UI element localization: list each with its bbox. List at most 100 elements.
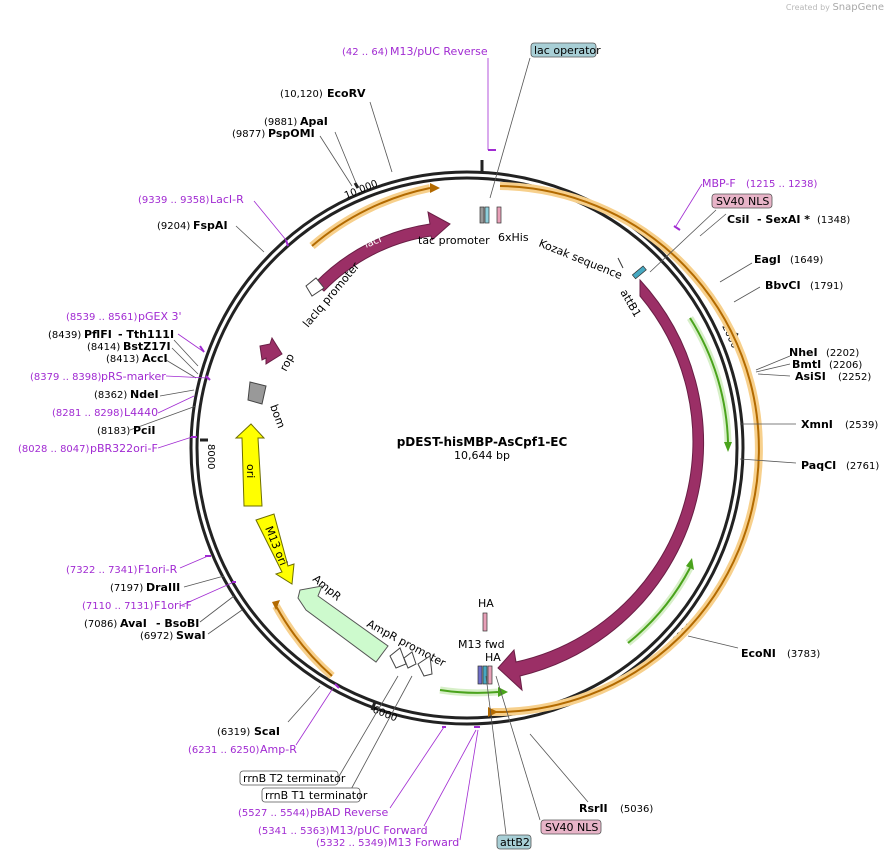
bmti-pos: (2206)	[829, 360, 862, 371]
ampr-promoter-arrows	[389, 647, 433, 677]
prs-marker-label: pRS-marker	[101, 370, 166, 383]
csii-label: CsiI	[727, 213, 749, 226]
bsobi-label: - BsoBI	[156, 617, 199, 630]
paqci-label: PaqCI	[801, 459, 836, 472]
f1ori-r-pos: (7322 .. 7341)	[66, 565, 138, 576]
orange-arrowhead-3	[272, 600, 280, 610]
pcii-pos: (8183)	[97, 426, 130, 437]
fspai-pos: (9204)	[157, 221, 190, 232]
rrnb-t2-terminator-box: rrnB T2 terminator	[239, 770, 346, 786]
bottom-feature-marks	[477, 665, 493, 685]
pflfi-label: PflFI	[84, 328, 112, 341]
tick-label-8000: 8000	[205, 444, 216, 469]
bom-label: bom	[267, 403, 288, 430]
pspomi-label: PspOMI	[268, 127, 315, 140]
draiii-pos: (7197)	[110, 583, 143, 594]
plasmid-name: pDEST-hisMBP-AsCpf1-EC	[397, 435, 568, 449]
xmni-pos: (2539)	[845, 420, 878, 431]
leader-lines	[129, 57, 797, 841]
kozak-label: Kozak sequence	[537, 237, 624, 282]
backbone-inner	[195, 176, 739, 720]
bmti-label: BmtI	[792, 358, 821, 371]
sv40-nls-box-bottom: SV40 NLS	[540, 819, 602, 835]
pbr322ori-f-pos: (8028 .. 8047)	[18, 444, 90, 455]
tth111i-label: - Tth111I	[118, 328, 174, 341]
swai-pos: (6972)	[140, 631, 173, 642]
pspomi-pos: (9877)	[232, 129, 265, 140]
f1ori-f-pos: (7110 .. 7131)	[82, 601, 154, 612]
econi-label: EcoNI	[741, 647, 776, 660]
lac-operator-box: lac operator	[530, 42, 601, 58]
avai-label: AvaI	[120, 617, 147, 630]
amp-r-pos: (6231 .. 6250)	[188, 745, 260, 756]
his6-label: 6xHis	[498, 231, 529, 244]
laciq-promoter-arrow	[305, 277, 325, 297]
pgex3-pos: (8539 .. 8561)	[66, 312, 138, 323]
pcii-label: PciI	[133, 424, 155, 437]
laci-r-label: LacI-R	[210, 193, 244, 206]
pbad-reverse-label: pBAD Reverse	[310, 806, 388, 819]
green-arrowhead-2	[686, 558, 694, 570]
mbp-f-pos: (1215 .. 1238)	[746, 179, 818, 190]
draiii-label: DraIII	[146, 581, 180, 594]
eagi-label: EagI	[754, 253, 781, 266]
m13puc-forward-pos: (5341 .. 5363)	[258, 826, 330, 837]
ha-mark-1	[482, 612, 488, 632]
backbone-outer	[189, 170, 745, 726]
m13-forward-label: M13 Forward	[388, 836, 459, 849]
orange-arrowhead-1	[430, 183, 440, 193]
bstz17i-pos: (8414)	[87, 342, 120, 353]
snapgene-watermark: Created by SnapGene	[785, 2, 884, 13]
rrnb-t1-terminator-box: rrnB T1 terminator	[261, 787, 368, 803]
m13fwd-label: M13 fwd	[458, 638, 505, 651]
attb2-box: attB2	[496, 834, 532, 850]
m13ori-feature	[255, 513, 295, 585]
svg-text:lac operator: lac operator	[534, 44, 601, 57]
svg-text:attB2: attB2	[500, 836, 530, 849]
ndei-label: NdeI	[130, 388, 159, 401]
f1ori-f-label: F1ori-F	[154, 599, 192, 612]
l4440-pos: (8281 .. 8298)	[52, 408, 124, 419]
scai-pos: (6319)	[217, 727, 250, 738]
m13puc-reverse-pos: (42 .. 64)	[342, 47, 388, 58]
laci-cds	[314, 211, 451, 292]
acci-label: AccI	[142, 352, 168, 365]
m13-forward-pos: (5332 .. 5349)	[316, 838, 388, 849]
rsrii-pos: (5036)	[620, 804, 653, 815]
pgex3-label: pGEX 3'	[138, 310, 182, 323]
ecorv-pos: (10,120)	[280, 89, 323, 100]
nhei-pos: (2202)	[826, 348, 859, 359]
plasmid-length: 10,644 bp	[454, 449, 510, 462]
green-arrowhead-1	[724, 442, 732, 452]
swai-label: SwaI	[176, 629, 206, 642]
sv40-nls-box-top: SV40 NLS	[711, 193, 773, 209]
rsrii-label: RsrII	[579, 802, 608, 815]
green-feature-arcs	[439, 316, 732, 697]
csii-pos: (1348)	[817, 215, 850, 226]
apai-pos: (9881)	[264, 117, 297, 128]
f1ori-r-label: F1ori-R	[138, 563, 178, 576]
nhei-label: NheI	[789, 346, 818, 359]
kozak-mark	[617, 257, 624, 269]
scai-label: ScaI	[254, 725, 280, 738]
ascpf1-cds	[497, 278, 705, 692]
asisi-label: AsiSI	[795, 370, 826, 383]
m13puc-forward-label: M13/pUC Forward	[330, 824, 428, 837]
svg-text:SV40 NLS: SV40 NLS	[716, 195, 769, 208]
ori-label: ori	[244, 464, 257, 478]
avai-pos: (7086)	[84, 619, 117, 630]
ha-label-1: HA	[478, 597, 494, 610]
l4440-label: L4440	[124, 406, 158, 419]
svg-text:SV40 NLS: SV40 NLS	[545, 821, 598, 834]
ha-label-2: HA	[485, 651, 501, 664]
ecorv-label: EcoRV	[327, 87, 366, 100]
pflfi-pos: (8439)	[48, 330, 81, 341]
eagi-pos: (1649)	[790, 255, 823, 266]
xmni-label: XmnI	[801, 418, 833, 431]
svg-text:rrnB T1 terminator: rrnB T1 terminator	[265, 789, 368, 802]
m13ori-label: M13 ori	[262, 524, 290, 567]
econi-pos: (3783)	[787, 649, 820, 660]
bbvci-label: BbvCI	[765, 279, 801, 292]
laci-r-pos: (9339 .. 9358)	[138, 195, 210, 206]
